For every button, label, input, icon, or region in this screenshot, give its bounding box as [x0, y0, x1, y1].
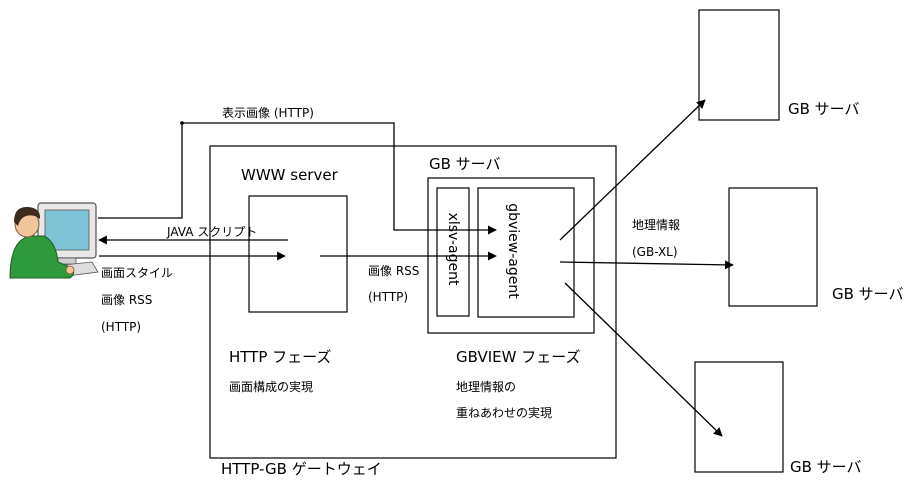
- gbview-agent-box: [477, 187, 575, 318]
- user-at-computer-icon: [9, 202, 99, 279]
- gb-server-box-middle: [728, 187, 818, 307]
- xlsv-agent-box: [436, 187, 470, 317]
- xlsv-agent-label: xlsv-agent: [445, 212, 461, 286]
- gbview-to-bottom-server-arrow: [564, 282, 723, 437]
- gbview-to-middle-server-arrow: [559, 260, 734, 270]
- image-rss-left-label: 画像 RSS: [101, 293, 153, 307]
- display-image-arrow: [98, 122, 497, 235]
- overlay-realization-label: 重ねあわせの実現: [456, 406, 553, 420]
- http-phase-label: HTTP フェーズ: [229, 348, 332, 366]
- www-server-label: WWW server: [241, 166, 338, 184]
- gbview-to-top-server-arrow: [559, 99, 706, 241]
- http-mid-label: (HTTP): [368, 290, 409, 304]
- gbview-phase-label: GBVIEW フェーズ: [456, 348, 581, 366]
- gb-server-bottom-label: GB サーバ: [790, 458, 862, 476]
- gb-server-box-bottom: [694, 361, 784, 473]
- gb-xl-label: (GB-XL): [632, 245, 678, 259]
- http-left-label: (HTTP): [101, 320, 142, 334]
- geo-info-no-label: 地理情報の: [456, 380, 517, 394]
- display-image-arrow-joint: [180, 121, 184, 125]
- screen-style-label: 画面スタイル: [101, 266, 174, 280]
- gb-server-top-label: GB サーバ: [788, 100, 860, 118]
- gb-server-box-top: [698, 9, 780, 121]
- geo-info-label: 地理情報: [632, 218, 681, 232]
- screen-composition-label: 画面構成の実現: [229, 380, 314, 394]
- gbview-agent-label: gbview-agent: [505, 203, 521, 299]
- gb-server-middle-label: GB サーバ: [832, 285, 904, 303]
- gateway-box: [209, 145, 617, 459]
- gb-server-gateway-label: GB サーバ: [429, 155, 501, 173]
- image-rss-mid-label: 画像 RSS: [368, 264, 420, 278]
- gateway-label: HTTP-GB ゲートウェイ: [221, 460, 382, 478]
- javascript-label: JAVA スクリプト: [167, 225, 258, 239]
- www-server-box: [248, 195, 348, 313]
- display-image-http-label: 表示画像 (HTTP): [222, 106, 314, 120]
